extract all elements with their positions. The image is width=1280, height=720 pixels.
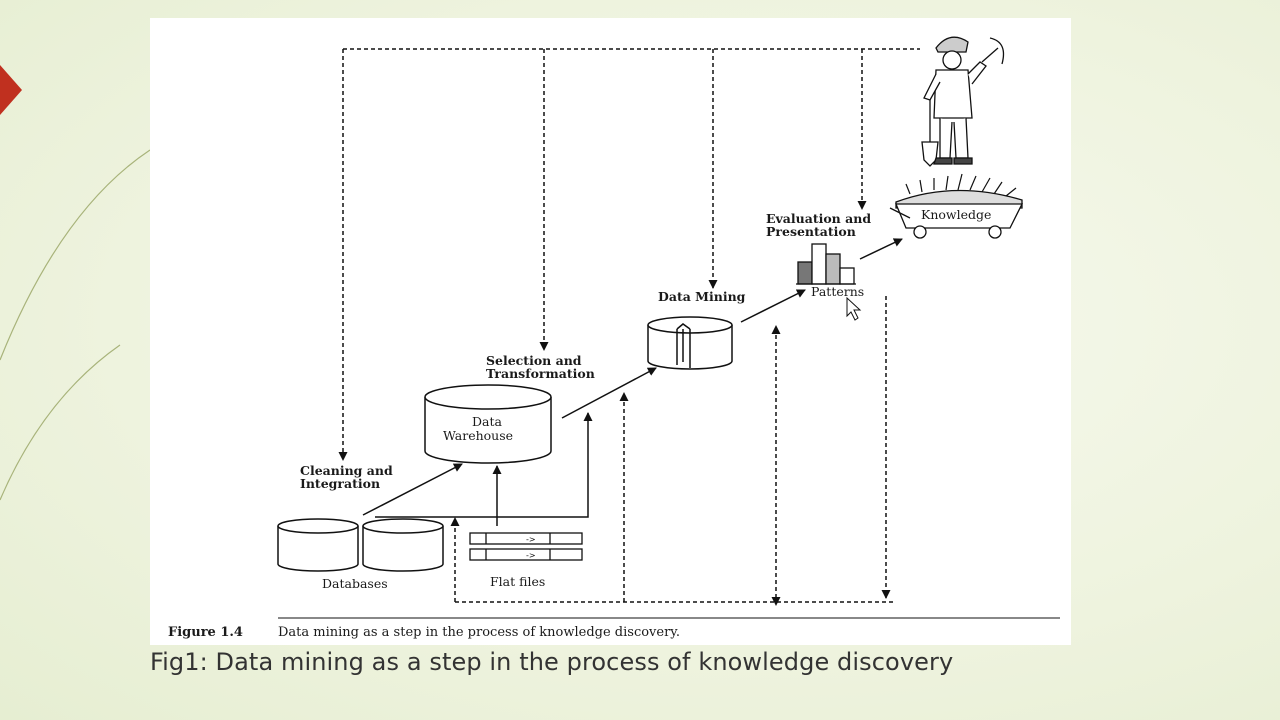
arrow-base-to-selection [375,412,593,518]
feedback-lines-top [338,48,920,461]
stage-selection-line1: Selection and [486,353,582,368]
arrow-databases-to-warehouse [362,463,463,516]
databases-icon [277,518,444,572]
databases-label: Databases [322,576,388,591]
knowledge-label: Knowledge [921,207,991,222]
feedback-lines-bottom [450,296,895,606]
miner-figure-icon [921,36,1005,167]
slide-arrow-marker [0,65,22,115]
stage-evaluation-line1: Evaluation and [766,211,871,226]
flat-files-label: Flat files [490,574,545,589]
decor-curve-1 [0,149,151,361]
stage-evaluation-line2: Presentation [766,224,856,239]
svg-text:->: -> [526,551,536,560]
slide-decoration [0,65,151,501]
flow-arrows [362,238,903,526]
figure-panel: Databases -> -> Flat files Data Warehous… [150,18,1071,645]
decor-curve-2 [0,344,121,501]
figure-number: Figure 1.4 [168,625,243,640]
flat-files-icon: -> -> [469,532,583,561]
stage-data-mining: Data Mining [658,289,746,304]
kdd-process-diagram: Databases -> -> Flat files Data Warehous… [168,36,1060,640]
mouse-cursor-icon [846,296,862,321]
svg-text:->: -> [526,535,536,544]
patterns-label: Patterns [811,284,864,299]
arrow-mining-to-patterns [740,289,806,323]
stage-cleaning-line2: Integration [300,476,380,491]
patterns-chart-icon [796,243,856,285]
slide-caption: Fig1: Data mining as a step in the proce… [150,648,954,676]
knowledge-cart-icon [889,173,1024,239]
arrow-warehouse-to-mining [561,367,657,419]
figure-caption-text: Data mining as a step in the process of … [278,625,680,640]
data-warehouse-icon [424,384,552,464]
stage-cleaning-line1: Cleaning and [300,463,393,478]
stage-selection-line2: Transformation [486,366,595,381]
warehouse-label-line2: Warehouse [443,428,513,443]
warehouse-label-line1: Data [472,414,502,429]
data-mining-cylinder-icon [647,316,733,370]
arrow-patterns-to-knowledge [859,238,903,260]
